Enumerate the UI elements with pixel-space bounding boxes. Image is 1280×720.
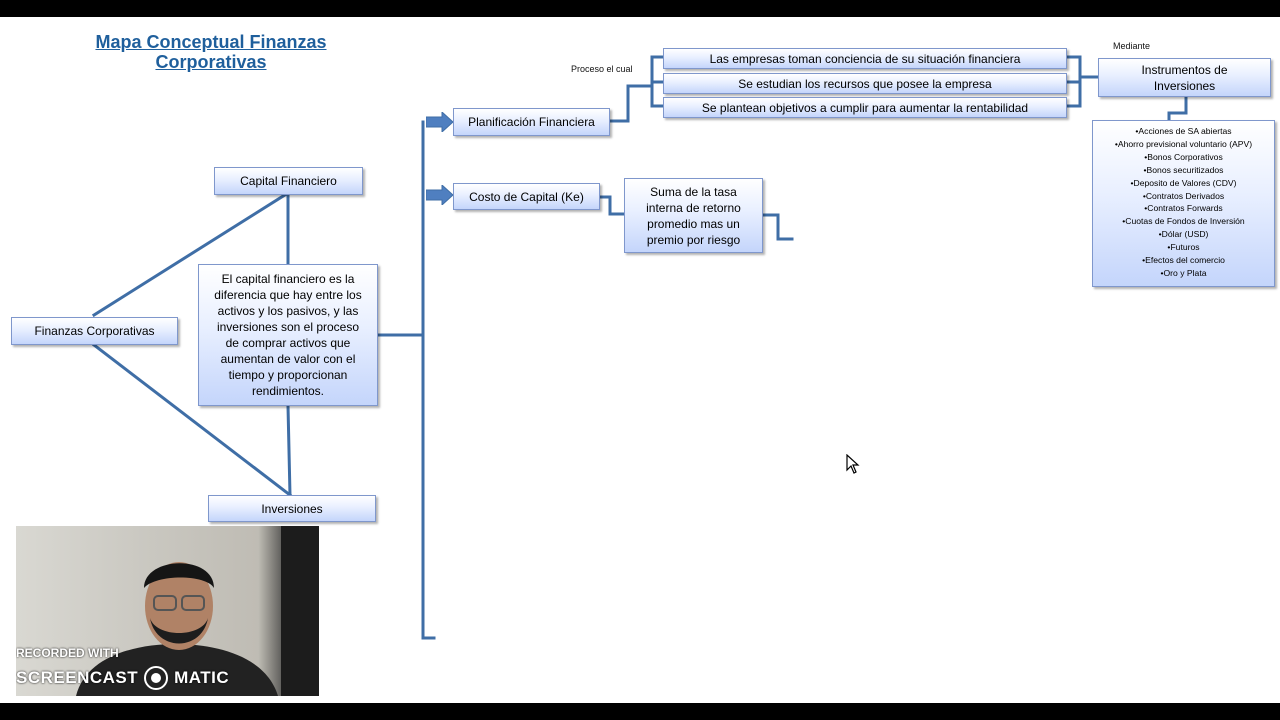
node-empresas-conciencia[interactable]: Las empresas toman conciencia de su situ…: [663, 48, 1067, 69]
arrow-to-costo-capital: [426, 185, 454, 205]
record-circle-icon: [144, 666, 169, 690]
connector-finanzas-inversiones: [91, 342, 293, 498]
suma-line: Suma de la tasa: [650, 184, 737, 199]
node-estudian-recursos[interactable]: Se estudian los recursos que posee la em…: [663, 73, 1067, 94]
map-title: Mapa Conceptual Finanzas Corporativas: [60, 32, 362, 72]
node-planificacion-financiera[interactable]: Planificación Financiera: [453, 108, 610, 136]
node-capital-financiero[interactable]: Capital Financiero: [214, 167, 363, 195]
list-item: •Oro y Plata: [1160, 267, 1207, 278]
node-finanzas-corporativas[interactable]: Finanzas Corporativas: [11, 317, 178, 345]
list-item: •Acciones de SA abiertas: [1135, 126, 1232, 136]
mouse-cursor-icon: [846, 454, 860, 474]
node-costo-capital[interactable]: Costo de Capital (Ke): [453, 183, 600, 210]
suma-line: interna de retorno: [646, 200, 741, 215]
instrumentos-line-1: Instrumentos de: [1141, 62, 1228, 77]
definicion-line: El capital financiero es la: [221, 272, 355, 286]
list-item: •Contratos Forwards: [1144, 203, 1223, 214]
node-instrumentos[interactable]: Instrumentos de Inversiones: [1098, 58, 1271, 97]
node-costo-label: Costo de Capital (Ke): [469, 189, 584, 204]
title-line-2: Corporativas: [155, 52, 267, 72]
definicion-line: diferencia que hay entre los: [214, 288, 362, 302]
brand-right: MATIC: [174, 668, 230, 687]
node-suma-tasa[interactable]: Suma de la tasa interna de retorno prome…: [624, 178, 763, 253]
definicion-line: activos y los pasivos, y las: [217, 304, 359, 318]
webcam-overlay: RECORDED WITH SCREENCAST MATIC: [16, 526, 319, 696]
list-item: •Efectos del comercio: [1142, 255, 1225, 266]
connector-finanzas-capital: [91, 190, 291, 318]
connector-instrumentos-list: [1167, 95, 1188, 123]
list-item: •Futuros: [1167, 242, 1200, 253]
node-recursos-label: Se estudian los recursos que posee la em…: [738, 76, 992, 91]
title-line-1: Mapa Conceptual Finanzas: [95, 32, 327, 52]
arrow-to-planificacion: [426, 112, 454, 132]
definicion-line: aumentan de valor con el: [220, 352, 356, 366]
list-item: •Dólar (USD): [1158, 229, 1209, 240]
node-inversiones-label: Inversiones: [261, 501, 323, 516]
connector-lines: [91, 55, 1188, 640]
list-item: •Deposito de Valores (CDV): [1130, 177, 1237, 188]
list-item: •Cuotas de Fondos de Inversión: [1122, 216, 1245, 227]
definicion-line: rendimientos.: [251, 384, 325, 398]
connector-planificacion-bracket: [608, 84, 654, 123]
node-finanzas-label: Finanzas Corporativas: [34, 324, 155, 338]
suma-line: premio por riesgo: [646, 232, 741, 247]
node-empresas-label: Las empresas toman conciencia de su situ…: [709, 51, 1021, 66]
suma-line: promedio mas un: [647, 216, 740, 231]
definicion-line: tiempo y proporcionan: [228, 368, 348, 382]
instrumentos-line-2: Inversiones: [1153, 78, 1216, 93]
recorded-with-text: RECORDED WITH: [16, 646, 119, 660]
node-planificacion-label: Planificación Financiera: [468, 115, 595, 129]
brand-left: SCREENCAST: [16, 668, 139, 687]
node-definicion[interactable]: El capital financiero es la diferencia q…: [198, 264, 378, 406]
label-proceso: Proceso el cual: [571, 64, 633, 74]
node-plantean-objetivos[interactable]: Se plantean objetivos a cumplir para aum…: [663, 97, 1067, 118]
connector-suma-stub: [761, 213, 794, 241]
node-inversiones[interactable]: Inversiones: [208, 495, 376, 522]
concept-map-canvas: Mapa Conceptual Finanzas Corporativas Fi…: [0, 17, 1280, 703]
instrumentos-list: •Acciones de SA abiertas •Ahorro previsi…: [1092, 120, 1275, 287]
list-item: •Contratos Derivados: [1142, 190, 1225, 201]
connector-definicion-inversiones: [286, 404, 292, 497]
node-objetivos-label: Se plantean objetivos a cumplir para aum…: [701, 100, 1029, 115]
presenter-silhouette: [76, 526, 319, 696]
label-mediante: Mediante: [1113, 41, 1151, 51]
list-item: •Bonos securitizados: [1143, 164, 1224, 175]
screencast-logo: SCREENCAST MATIC: [16, 666, 229, 690]
node-capital-label: Capital Financiero: [240, 174, 337, 188]
list-item: •Bonos Corporativos: [1144, 151, 1223, 162]
connector-costo-suma: [598, 195, 626, 216]
list-item: •Ahorro previsional voluntario (APV): [1114, 138, 1253, 149]
definicion-line: inversiones son el proceso: [216, 320, 360, 334]
definicion-line: de comprar activos que: [225, 336, 351, 350]
